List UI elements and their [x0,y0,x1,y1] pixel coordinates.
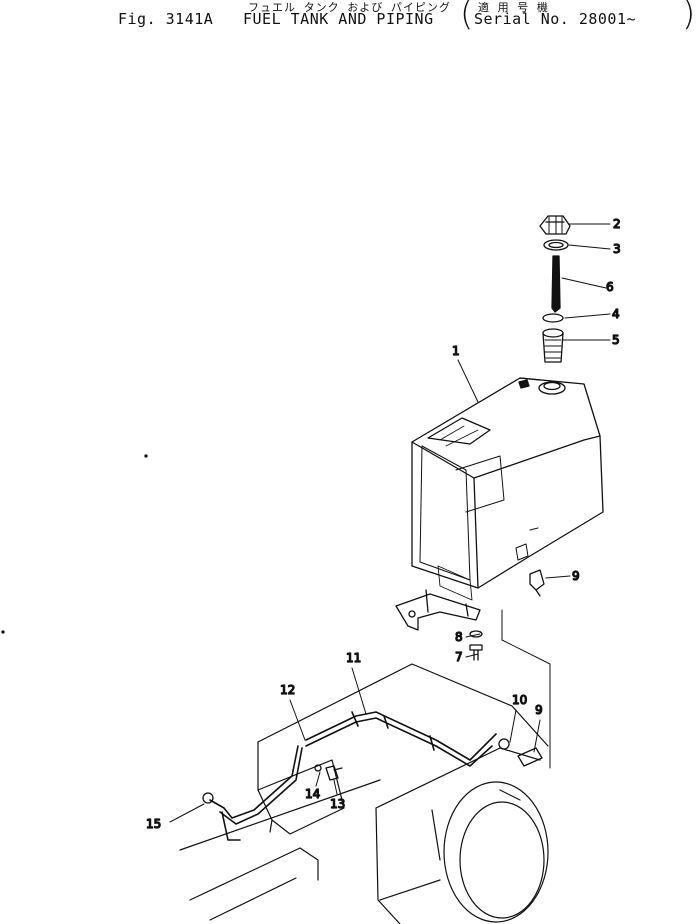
mounting-bracket [395,589,481,631]
callout-11: 11 [346,651,361,665]
callout-15: 15 [146,817,161,831]
figure-title: FUEL TANK AND PIPING [243,10,434,28]
serial-label-japanese: 適 用 号 機 [478,1,549,14]
callout-14: 14 [305,787,320,801]
title-japanese: フュエル タンク および パイピング [248,1,451,14]
callout-6: 6 [606,280,614,294]
fuel-tank [411,377,604,601]
callout-1: 1 [452,344,460,358]
gasket-ring [543,239,569,251]
callout-8: 8 [455,630,463,644]
callout-12: 12 [280,683,295,697]
connection-line [501,609,551,769]
figure-number: Fig. 3141A [118,10,214,28]
strainer-rod [551,255,561,313]
stray-dot [1,630,5,634]
hose-clip-upper [529,569,545,597]
gasket-ring-inner [548,241,564,249]
seal-washer [498,738,510,750]
o-ring [542,313,564,323]
fuel-pipe-11 [305,711,497,767]
hose-clip-lower [517,747,543,767]
pipe-end-fitting [202,792,214,804]
callout-2: 2 [613,217,621,231]
callout-9-upper: 9 [572,569,580,583]
filler-cap [539,215,571,235]
clamp-washer [314,764,322,772]
callout-7: 7 [455,650,463,664]
stray-dot [144,454,148,458]
left-paren: ( [460,0,474,34]
callout-4: 4 [612,307,620,321]
fuel-pipe-15 [209,745,303,841]
callout-10: 10 [512,693,527,707]
bolt [469,644,483,661]
leader-lines [169,223,611,823]
washer [469,630,483,638]
callout-13: 13 [330,797,345,811]
right-paren: ) [682,0,696,34]
clamp-bolt [325,765,343,781]
callout-5: 5 [612,333,620,347]
callout-3: 3 [613,242,621,256]
serial-number: Serial No. 28001~ [474,10,637,28]
filler-neck-strainer [542,328,564,363]
callout-9-lower: 9 [535,703,543,717]
machine-frame [179,663,549,924]
